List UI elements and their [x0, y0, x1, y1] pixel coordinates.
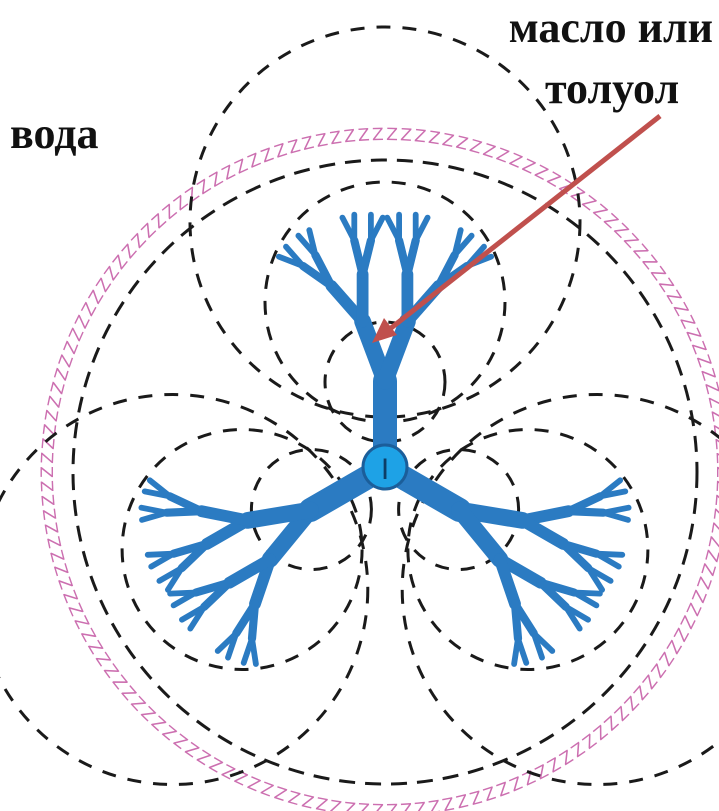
branch-segment — [148, 554, 174, 555]
zigzag-mark: Z — [372, 799, 384, 811]
zigzag-mark: Z — [40, 507, 61, 521]
zigzag-mark: Z — [413, 126, 427, 147]
zigzag-mark: Z — [38, 452, 58, 464]
zigzag-mark: Z — [38, 466, 58, 478]
label-oil-or-toluene-line1: масло или — [509, 6, 713, 50]
zigzag-mark: Z — [706, 521, 719, 536]
zigzag-mark: Z — [44, 394, 66, 410]
branch-segment — [514, 639, 518, 665]
zigzag-mark: Z — [441, 130, 456, 152]
zigzag-mark: Z — [329, 128, 343, 149]
zigzag-mark: Z — [329, 795, 343, 811]
branch-segment — [202, 511, 248, 520]
label-water: вода — [10, 112, 98, 156]
zigzag-mark: Z — [709, 507, 719, 521]
zigzag-mark: Z — [314, 792, 329, 811]
zigzag-mark: Z — [454, 789, 470, 811]
label-oil-or-toluene-line2: толуол — [545, 67, 679, 111]
zigzag-mark: Z — [706, 408, 719, 423]
zigzag-mark: Z — [386, 125, 398, 145]
zigzag-mark: Z — [42, 521, 64, 536]
zigzag-mark: Z — [314, 130, 329, 152]
zigzag-mark: Z — [40, 423, 61, 437]
zigzag-mark: Z — [427, 795, 441, 811]
zigzag-mark: Z — [427, 128, 441, 149]
zigzag-mark: Z — [357, 125, 370, 146]
zigzag-mark: Z — [400, 125, 413, 146]
zigzag-mark: Z — [357, 798, 370, 811]
branch-segment — [407, 241, 415, 275]
zigzag-mark: Z — [700, 380, 719, 396]
zigzag-mark: Z — [44, 534, 66, 550]
zigzag-mark: Z — [42, 408, 64, 423]
zigzag-mark: Z — [343, 126, 357, 147]
branch-segment — [515, 604, 518, 639]
zigzag-mark: Z — [343, 797, 357, 811]
zigzag-mark: Z — [712, 466, 719, 478]
branch-segment — [141, 508, 166, 513]
zigzag-mark: Z — [39, 494, 60, 507]
branch-segment — [170, 593, 196, 594]
zigzag-mark: Z — [372, 125, 384, 145]
zigzag-mark: Z — [400, 798, 413, 811]
dendrimer-branches — [141, 215, 628, 664]
zigzag-mark: Z — [710, 437, 719, 450]
branch-segment — [248, 510, 311, 520]
zigzag-mark: Z — [47, 548, 69, 564]
zigzag-mark: Z — [711, 480, 719, 492]
zigzag-mark: Z — [704, 394, 719, 410]
zigzag-mark: Z — [711, 452, 719, 464]
core-label: I — [381, 453, 389, 486]
zigzag-mark: Z — [38, 480, 58, 492]
branch-segment — [363, 241, 371, 275]
zigzag-mark: Z — [413, 797, 427, 811]
zigzag-mark: Z — [386, 799, 398, 811]
branch-segment — [603, 513, 628, 520]
zigzag-mark: Z — [300, 133, 316, 155]
branch-segment — [522, 520, 563, 544]
zigzag-mark: Z — [441, 792, 456, 811]
generation-ring — [408, 430, 648, 670]
zigzag-mark: Z — [710, 494, 719, 507]
branch-segment — [569, 511, 604, 513]
generation-ring — [122, 430, 362, 670]
branch-segment — [244, 639, 252, 663]
